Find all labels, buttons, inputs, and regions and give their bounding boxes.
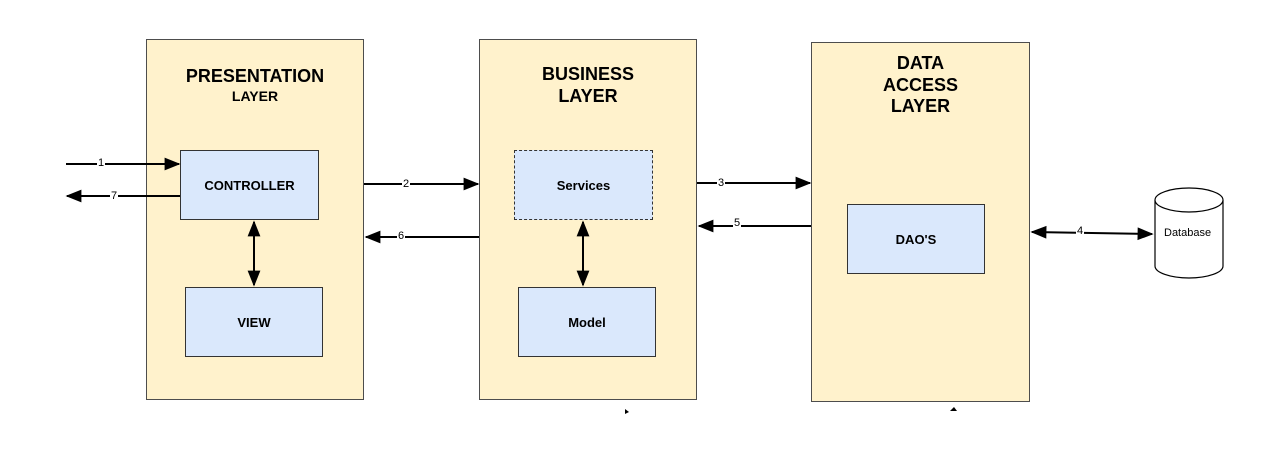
presentation-layer-subtitle: LAYER [231, 87, 279, 104]
business-layer-title-line2: LAYER [558, 85, 618, 106]
model-label: Model [568, 314, 606, 330]
controller-box[interactable]: CONTROLLER [180, 150, 319, 220]
controller-label: CONTROLLER [204, 177, 295, 193]
arrow-label-1: 1 [97, 157, 106, 169]
arrow-label-5: 5 [733, 217, 742, 229]
presentation-layer-title: PRESENTATION [185, 66, 325, 86]
daos-label: DAO'S [895, 231, 937, 247]
arrow-label-7: 7 [110, 190, 119, 202]
stray-mark-1 [625, 409, 629, 414]
data-access-layer-title-line1: DATA [896, 53, 945, 73]
arrow-label-6: 6 [397, 230, 406, 242]
data-access-layer-title-line3: LAYER [890, 96, 951, 117]
data-access-layer-title-line2: ACCESS [882, 74, 958, 95]
view-box[interactable]: VIEW [185, 287, 323, 357]
services-label: Services [556, 177, 611, 193]
database-icon[interactable] [1154, 187, 1224, 279]
business-layer-title-line1: BUSINESS [541, 64, 635, 84]
services-box[interactable]: Services [514, 150, 653, 220]
database-label: Database [1164, 227, 1212, 239]
arrow-label-2: 2 [402, 178, 411, 190]
arrow-label-3: 3 [717, 177, 726, 189]
arrow-label-4: 4 [1076, 225, 1085, 237]
stray-mark-2 [950, 407, 957, 411]
model-box[interactable]: Model [518, 287, 656, 357]
daos-box[interactable]: DAO'S [847, 204, 985, 274]
view-label: VIEW [237, 314, 271, 330]
arrow-4 [1030, 225, 1154, 241]
